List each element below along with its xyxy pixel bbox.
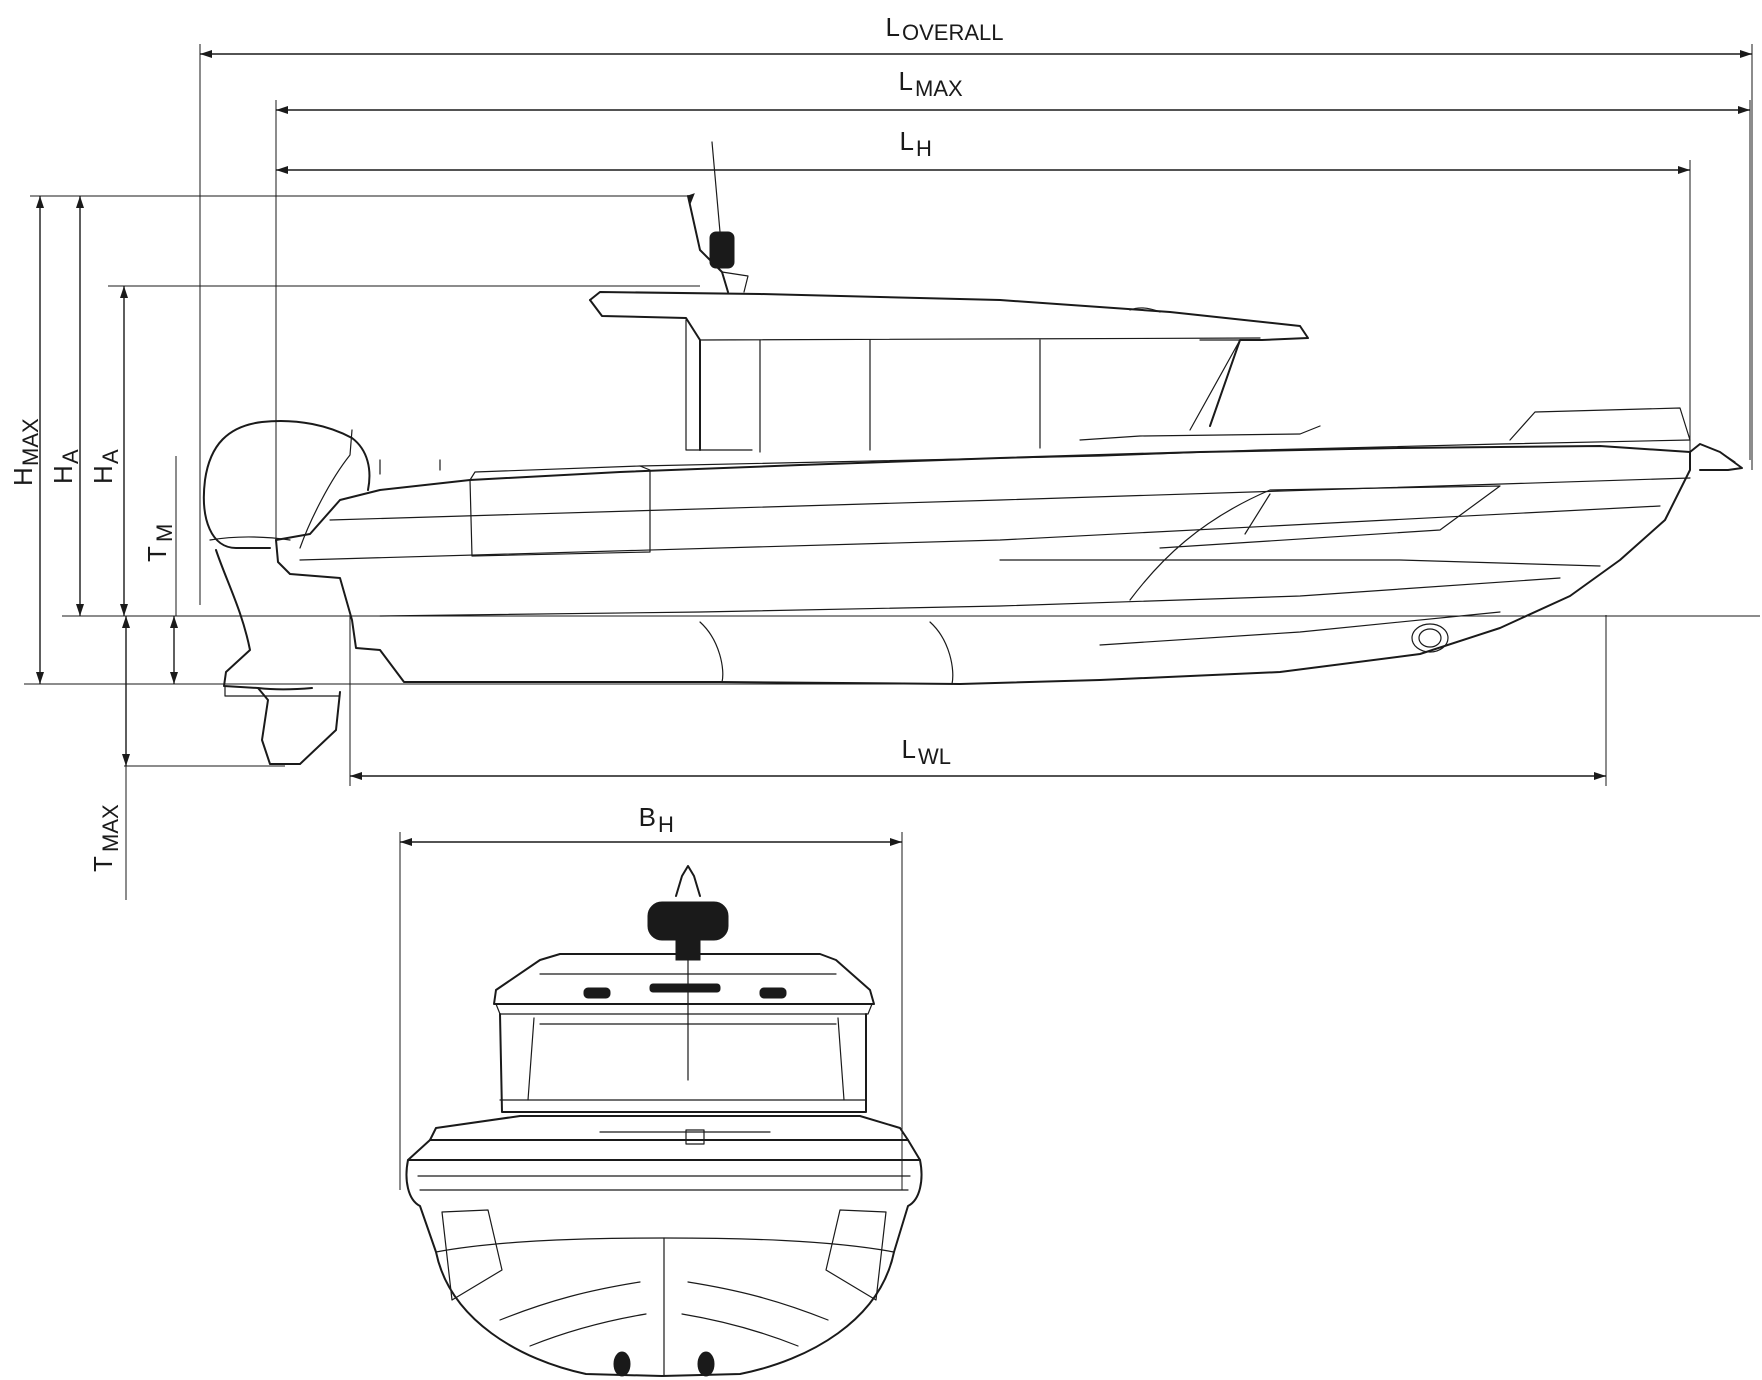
dimension-t-m: T M (142, 456, 178, 684)
label-h-max-main: H (8, 467, 38, 486)
deck-railing (299, 407, 1691, 557)
label-h-a-2-main: H (88, 465, 118, 484)
dimension-h-a-2: H A (88, 286, 128, 616)
dimension-t-max: T MAX (88, 616, 130, 900)
front-deck (407, 1115, 921, 1161)
front-hardtop (493, 953, 875, 1015)
label-t-m-sub: M (152, 524, 177, 542)
dimension-l-overall: L OVERALL (199, 12, 1753, 605)
bow-anchor (1689, 443, 1743, 471)
label-l-max-sub: MAX (915, 76, 963, 101)
radar-mast (687, 141, 749, 293)
dimension-l-max: L MAX (275, 66, 1751, 540)
boat-side-view (203, 141, 1743, 765)
label-h-a-1-sub: A (58, 449, 83, 464)
front-radar (647, 865, 729, 1081)
dimension-l-wl: L WL (349, 615, 1607, 786)
dimension-l-h: L H (276, 126, 1691, 452)
dimension-h-a-1: H A (48, 196, 84, 616)
outboard-engine (203, 419, 371, 765)
label-l-wl-sub: WL (918, 744, 951, 769)
hull (275, 445, 1691, 685)
front-cabin (499, 1013, 867, 1113)
label-b-h-sub: H (658, 812, 674, 837)
front-hull (405, 1159, 923, 1377)
label-l-h-sub: H (916, 136, 932, 161)
label-h-a-2-sub: A (98, 449, 123, 464)
label-l-overall-sub: OVERALL (902, 20, 1004, 45)
radar-dome-icon (709, 231, 735, 269)
label-l-overall-main: L (886, 12, 900, 42)
label-h-a-1-main: H (48, 465, 78, 484)
front-radar-dome-icon (647, 901, 729, 941)
label-b-h-main: B (639, 802, 656, 832)
boat-front-view (405, 865, 923, 1377)
label-t-m-main: T (142, 546, 172, 562)
dimension-h-max: H MAX (8, 196, 44, 684)
label-l-max-main: L (899, 66, 913, 96)
label-t-max-sub: MAX (98, 804, 123, 852)
label-h-max-sub: MAX (18, 418, 43, 466)
label-t-max-main: T (88, 856, 118, 872)
cabin (589, 291, 1321, 453)
label-l-h-main: L (900, 126, 914, 156)
label-l-wl-main: L (902, 734, 916, 764)
